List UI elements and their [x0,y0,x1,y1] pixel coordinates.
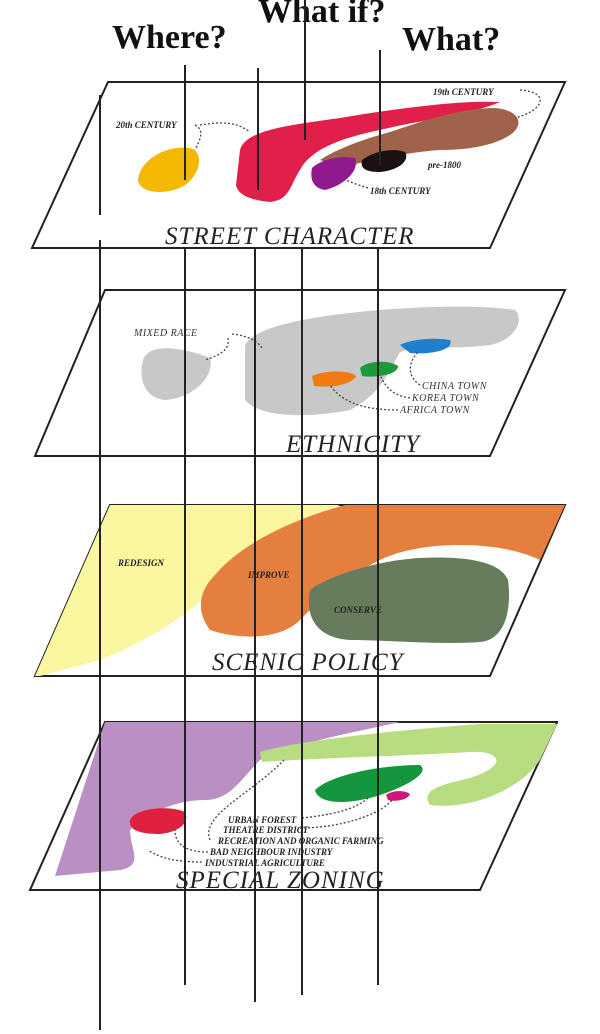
arrow [194,124,202,151]
region-theatre-district [386,791,410,801]
region-redesign [35,505,340,676]
label-redesign: REDESIGN [117,558,165,568]
region-mixed-race-large [245,306,519,416]
label-china-town: CHINA TOWN [422,381,488,392]
layer-scenic-policy: REDESIGN IMPROVE CONSERVE SCENIC POLICY [33,504,567,677]
label-bad-neighbour-industry: BAD NEIGHBOUR INDUSTRY [209,847,334,857]
label-19th-century: 19th CENTURY [433,87,495,97]
query-lines [99,0,381,1030]
label-recreation-organic-farming: RECREATION AND ORGANIC FARMING [217,836,384,846]
question-what-if: What if? [258,0,386,30]
label-improve: IMPROVE [247,570,290,580]
arrow [231,333,263,349]
arrow [409,351,421,386]
label-conserve: CONSERVE [334,605,382,615]
region-bad-neighbour-industry [129,808,187,834]
layer-title: STREET CHARACTER [165,223,415,250]
arrow [174,829,209,853]
arrow [379,374,411,399]
arrow [299,799,393,829]
question-where: Where? [112,19,227,56]
layer-title: ETHNICITY [285,431,422,458]
region-china-town [400,338,451,354]
region-20th-century [138,147,200,192]
region-improve [200,505,565,637]
label-20th-century: 20th CENTURY [115,120,178,130]
label-pre-1800: pre-1800 [427,160,461,170]
region-industrial-agriculture [55,722,400,876]
region-africa-town [312,371,356,387]
layer-title: SCENIC POLICY [212,649,406,676]
label-africa-town: AFRICA TOWN [399,405,471,416]
label-18th-century: 18th CENTURY [370,186,432,196]
label-korea-town: KOREA TOWN [411,393,480,404]
arrow [147,849,203,863]
region-pre-1800 [361,150,407,172]
layer-ethnicity: MIXED RACE CHINA TOWN KOREA TOWN AFRICA … [33,289,567,458]
layer-title: SPECIAL ZONING [176,867,385,894]
region-mixed-race-small [141,348,211,400]
question-what: What? [402,21,500,58]
layer-special-zoning: URBAN FOREST THEATRE DISTRICT RECREATION… [28,721,559,894]
region-conserve [308,557,510,643]
region-19th-century-brown [320,108,519,168]
region-recreation-organic-farming [260,724,557,806]
layer-street-character: 20th CENTURY 19th CENTURY pre-1800 18th … [30,81,567,250]
label-industrial-agriculture: INDUSTRIAL AGRICULTURE [204,858,325,868]
arrow [199,122,251,133]
label-mixed-race: MIXED RACE [133,328,198,339]
arrow [301,797,369,819]
arrow [329,384,399,411]
label-urban-forest: URBAN FOREST [228,815,297,825]
region-19th-century-red [236,101,500,202]
label-theatre-district: THEATRE DISTRICT [223,825,309,835]
region-18th-century [311,157,356,190]
region-urban-forest [315,765,423,802]
arrow [208,759,285,841]
arrow [514,89,541,119]
